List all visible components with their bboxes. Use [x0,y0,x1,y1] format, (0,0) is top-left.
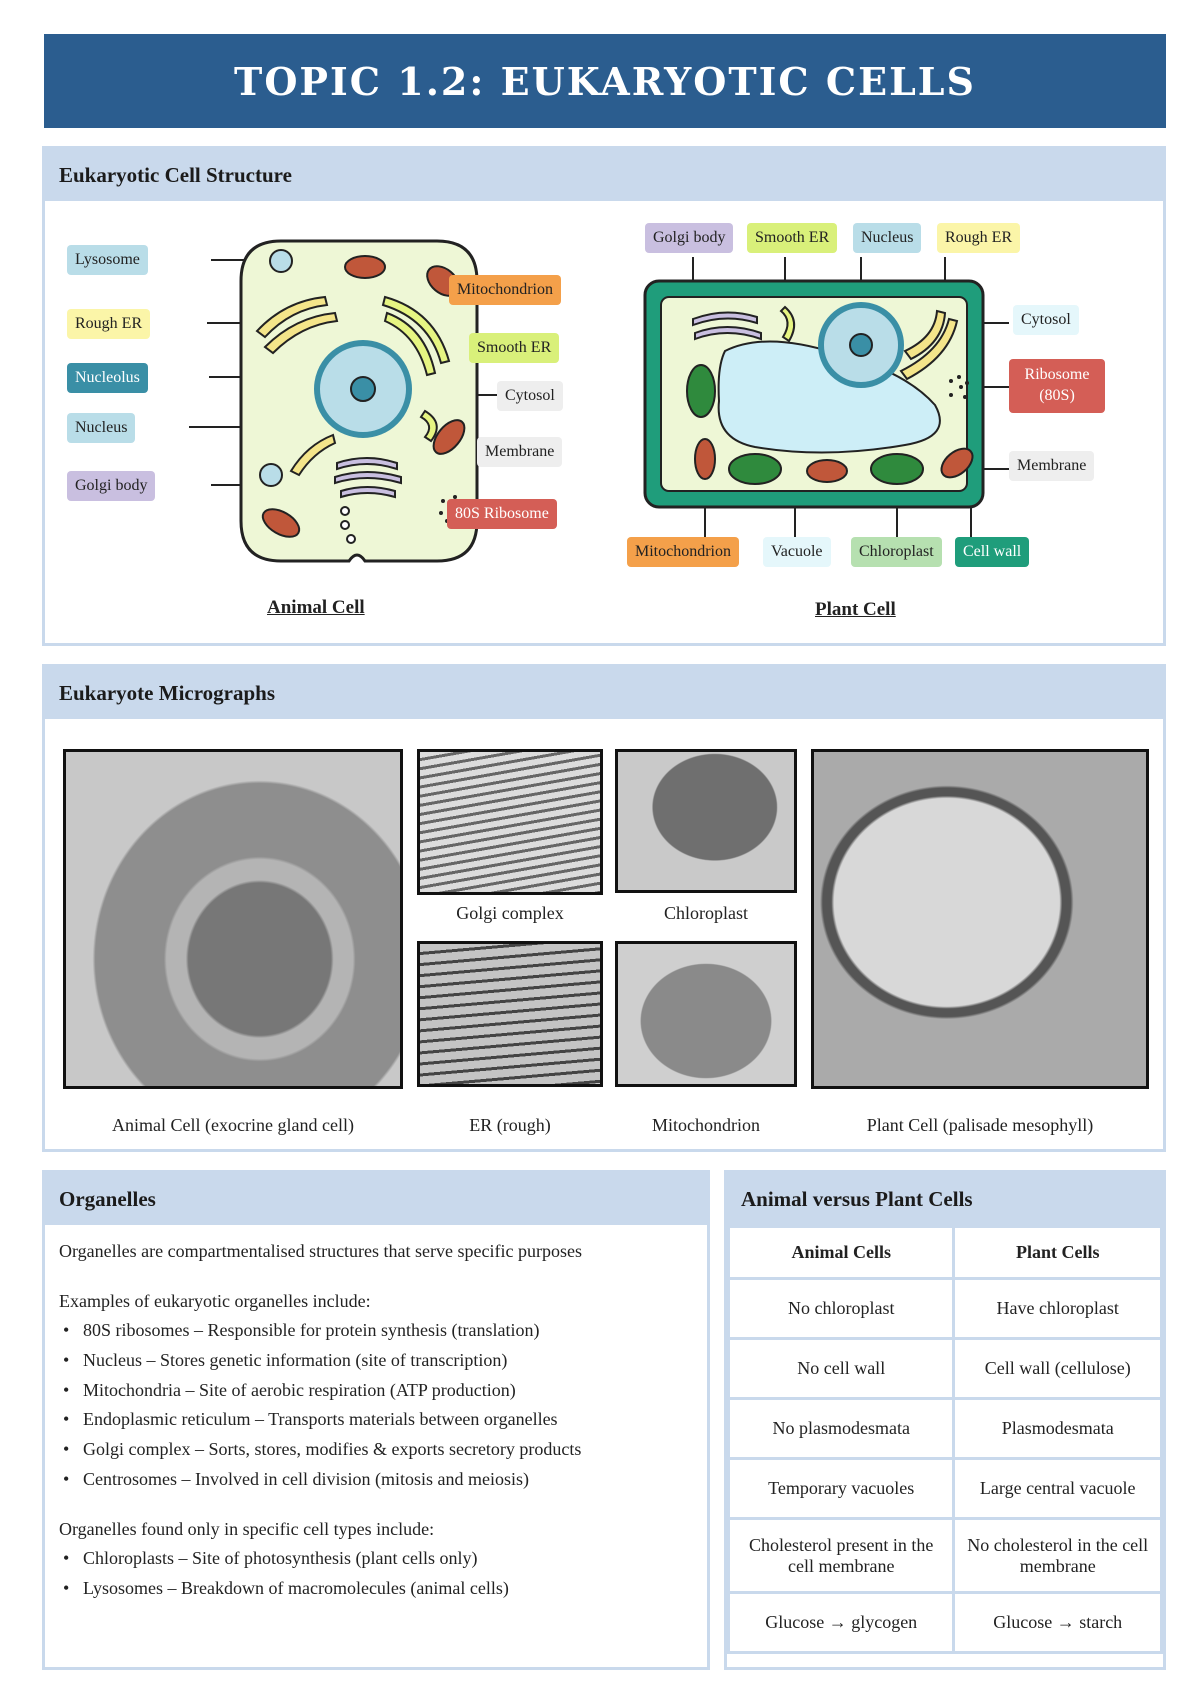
table-header-row: Animal Cells Plant Cells [726,1225,1163,1280]
animal-cell-diagram [189,239,541,563]
organelles-examples-list: 80S ribosomes – Responsible for protein … [59,1316,693,1494]
list-item: Centrosomes – Involved in cell division … [59,1465,693,1495]
animal-label-nucleus: Nucleus [67,413,136,443]
micrographs-heading: Eukaryote Micrographs [45,667,1163,719]
micrograph-plant-cell [811,749,1149,1089]
organelles-intro: Organelles are compartmentalised structu… [59,1241,582,1261]
animal-label-cytosol: Cytosol [497,381,563,411]
table-row: Glucose → glycogen Glucose → starch [726,1591,1163,1654]
organelles-heading: Organelles [45,1173,707,1225]
caption-chloroplast: Chloroplast [664,903,748,923]
caption-golgi: Golgi complex [456,903,564,923]
comparison-heading: Animal versus Plant Cells [727,1173,1163,1225]
caption-plant-cell: Plant Cell (palisade mesophyll) [866,1115,1094,1135]
column-header-animal: Animal Cells [726,1225,956,1280]
list-item: 80S ribosomes – Responsible for protein … [59,1316,693,1346]
table-row: Temporary vacuoles Large central vacuole [726,1457,1163,1520]
cell-structure-heading: Eukaryotic Cell Structure [45,149,1163,201]
micrographs-panel: Eukaryote Micrographs Animal Cell (exocr… [42,664,1166,1152]
table-cell: Cell wall (cellulose) [952,1337,1163,1400]
table-cell: Temporary vacuoles [726,1457,956,1520]
animal-label-golgi: Golgi body [67,471,156,501]
animal-label-rough-er: Rough ER [67,309,151,339]
list-item: Mitochondria – Site of aerobic respirati… [59,1376,693,1406]
table-row: No cell wall Cell wall (cellulose) [726,1337,1163,1400]
table-row: No chloroplast Have chloroplast [726,1277,1163,1340]
animal-label-membrane: Membrane [477,437,563,467]
table-row: Cholesterol present in the cell membrane… [726,1517,1163,1594]
plant-cell-title: Plant Cell [815,599,896,620]
animal-label-mitochondrion: Mitochondrion [449,275,561,305]
page-title-banner: TOPIC 1.2: EUKARYOTIC CELLS [44,34,1166,128]
table-cell: No cell wall [726,1337,956,1400]
plant-label-membrane: Membrane [1009,451,1095,481]
caption-animal-cell: Animal Cell (exocrine gland cell) [112,1115,354,1135]
micrograph-mitochondrion [615,941,797,1087]
caption-er: ER (rough) [469,1115,551,1135]
micrograph-er [417,941,603,1087]
animal-cell-title: Animal Cell [267,597,365,618]
comparison-table: Animal Cells Plant Cells No chloroplast … [726,1225,1163,1654]
list-item: Nucleus – Stores genetic information (si… [59,1346,693,1376]
micrograph-golgi [417,749,603,895]
plant-label-golgi: Golgi body [645,223,734,253]
table-cell: No chloroplast [726,1277,956,1340]
plant-label-cytosol: Cytosol [1013,305,1079,335]
plant-label-chloroplast: Chloroplast [851,537,942,567]
animal-label-nucleolus: Nucleolus [67,363,148,393]
table-cell: No cholesterol in the cell membrane [952,1517,1163,1594]
table-cell: Plasmodesmata [952,1397,1163,1460]
organelles-panel: Organelles Organelles are compartmentali… [42,1170,710,1670]
column-header-plant: Plant Cells [952,1225,1163,1280]
table-cell: Cholesterol present in the cell membrane [726,1517,956,1594]
comparison-panel: Animal versus Plant Cells Animal Cells P… [724,1170,1166,1670]
organelles-specific-list: Chloroplasts – Site of photosynthesis (p… [59,1544,693,1603]
cell-structure-panel: Eukaryotic Cell Structure [42,146,1166,646]
plant-label-mitochondrion: Mitochondrion [627,537,739,567]
plant-cell-diagram [643,257,1009,541]
organelles-body: Organelles are compartmentalised structu… [45,1225,707,1616]
plant-label-vacuole: Vacuole [763,537,831,567]
organelles-examples-intro: Examples of eukaryotic organelles includ… [59,1290,371,1311]
animal-label-lysosome: Lysosome [67,245,148,275]
list-item: Lysosomes – Breakdown of macromolecules … [59,1574,693,1604]
list-item: Endoplasmic reticulum – Transports mater… [59,1405,693,1435]
page-title: TOPIC 1.2: EUKARYOTIC CELLS [234,58,976,104]
plant-label-rough-er: Rough ER [937,223,1021,253]
table-cell: No plasmodesmata [726,1397,956,1460]
table-cell: Glucose → starch [952,1591,1163,1654]
list-item: Golgi complex – Sorts, stores, modifies … [59,1435,693,1465]
plant-label-ribosome: Ribosome (80S) [1009,359,1105,413]
micrograph-animal-cell [63,749,403,1089]
plant-label-smooth-er: Smooth ER [747,223,838,253]
micrograph-chloroplast [615,749,797,893]
plant-label-cell-wall: Cell wall [955,537,1030,567]
list-item: Chloroplasts – Site of photosynthesis (p… [59,1544,693,1574]
animal-label-ribosome: 80S Ribosome [447,499,557,529]
animal-label-smooth-er: Smooth ER [469,333,560,363]
table-cell: Large central vacuole [952,1457,1163,1520]
caption-mitochondrion: Mitochondrion [652,1115,760,1135]
plant-label-nucleus: Nucleus [853,223,922,253]
organelles-specific-intro: Organelles found only in specific cell t… [59,1518,435,1539]
table-cell: Have chloroplast [952,1277,1163,1340]
table-cell: Glucose → glycogen [726,1591,956,1654]
table-row: No plasmodesmata Plasmodesmata [726,1397,1163,1460]
